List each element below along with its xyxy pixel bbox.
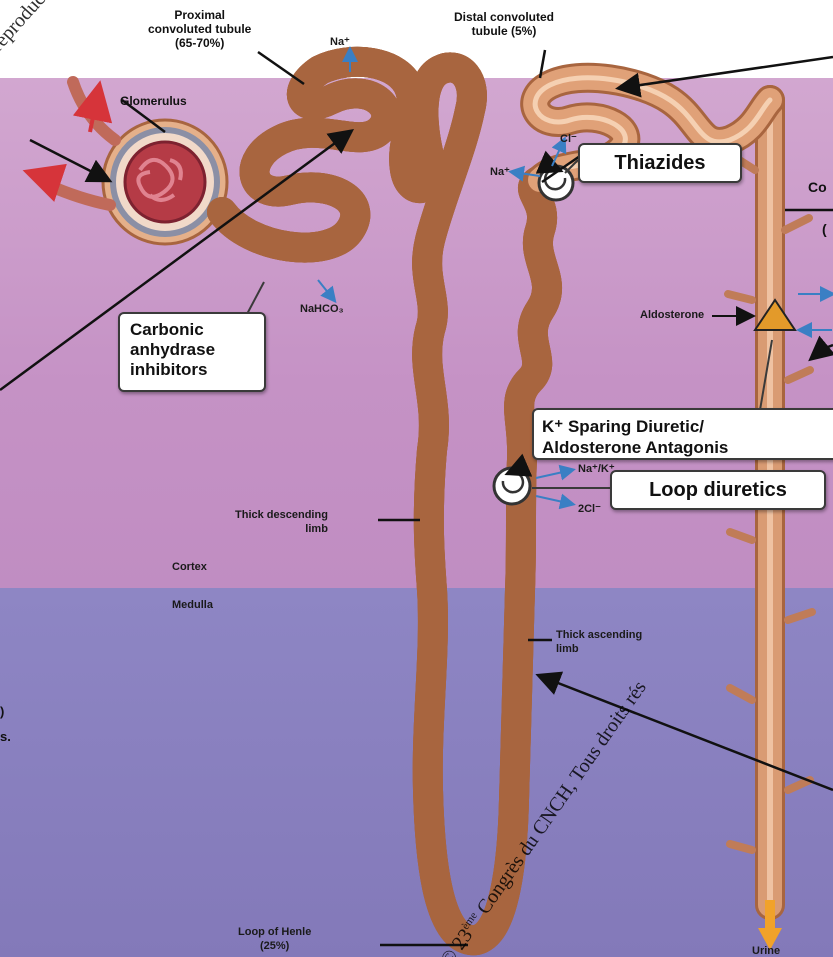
ion-cl-dct: Cl⁻: [560, 132, 577, 145]
collecting-duct-fragment-2: (: [822, 222, 827, 236]
left-edge-fragment: ): [0, 705, 4, 719]
urine-label: Urine: [752, 945, 780, 957]
k-sparing-callout: K⁺ Sparing Diuretic/ Aldosterone Antagon…: [532, 408, 833, 460]
aldosterone-label: Aldosterone: [640, 308, 704, 322]
collecting-duct-fragment: Co: [808, 180, 827, 194]
left-edge-fragment-2: s.: [0, 730, 11, 744]
ksparing-line-2: Aldosterone Antagonis: [542, 437, 833, 458]
cortex-label: Cortex: [172, 560, 207, 574]
ion-na-k: Na⁺/K⁺: [578, 462, 615, 475]
ion-nahco3: NaHCO₃: [300, 303, 344, 315]
ksparing-line-1: K⁺ Sparing Diuretic/: [542, 416, 833, 437]
carbonic-pointer: [246, 282, 264, 316]
thiazides-callout: Thiazides: [578, 143, 742, 183]
loop-of-henle-label: Loop of Henle (25%): [238, 925, 311, 953]
carbonic-line-2: anhydrase: [130, 340, 264, 360]
ion-2cl: 2Cl⁻: [578, 502, 601, 515]
thick-descending-label: Thick descending limb: [235, 508, 328, 536]
carbonic-line-1: Carbonic: [130, 320, 264, 340]
loop-transporter: [494, 468, 530, 504]
thick-ascending-label: Thick ascending limb: [556, 628, 642, 656]
dct-label: Distal convoluted tubule (5%): [454, 10, 554, 38]
carbonic-line-3: inhibitors: [130, 360, 264, 380]
medulla-label: Medulla: [172, 598, 213, 612]
loop-diuretics-callout: Loop diuretics: [610, 470, 826, 510]
glomerulus-label: Glomerulus: [120, 94, 187, 108]
pct-label: Proximal convoluted tubule (65-70%): [148, 8, 251, 50]
carbonic-anhydrase-callout: Carbonic anhydrase inhibitors: [118, 312, 266, 392]
ion-na-dct: Na⁺: [490, 165, 510, 178]
ion-na-pct: Na⁺: [330, 35, 350, 48]
